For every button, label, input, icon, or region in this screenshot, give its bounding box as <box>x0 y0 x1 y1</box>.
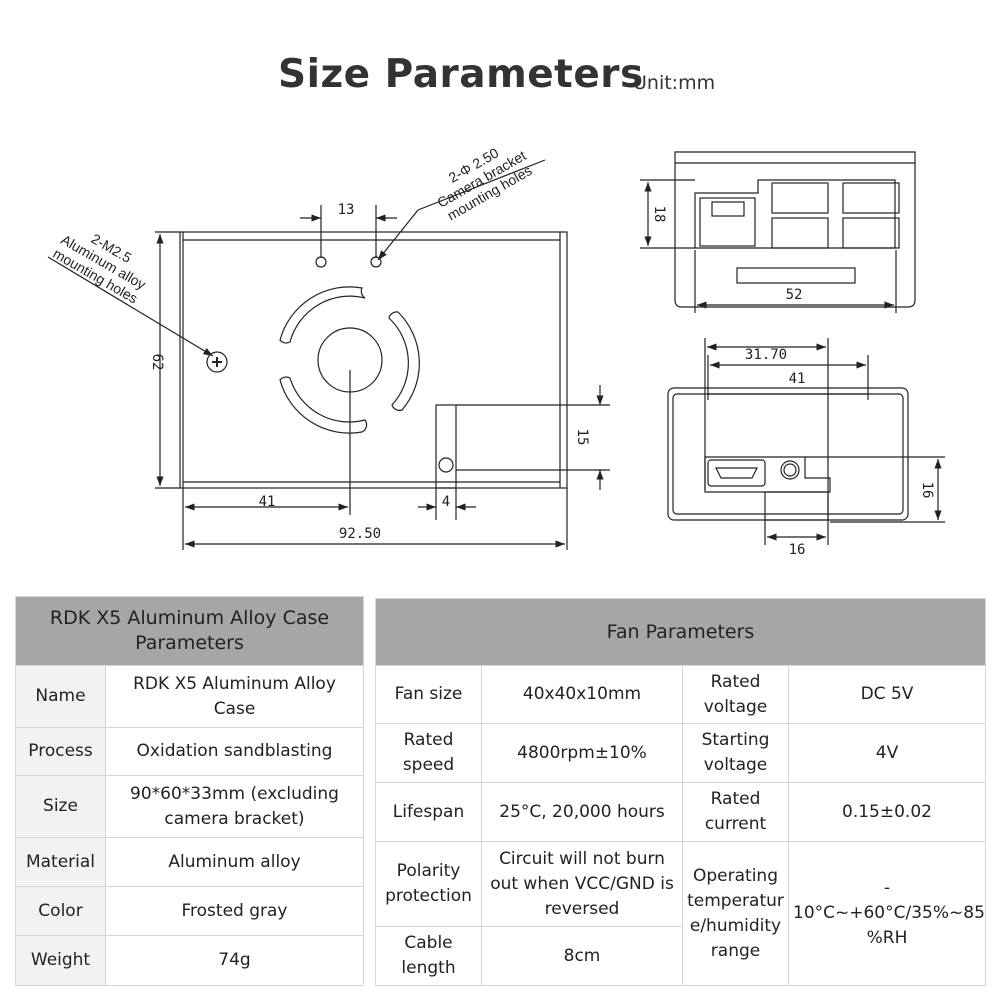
bottom-connector <box>764 491 829 521</box>
row-label: Operating temperatur e/humidity range <box>682 841 789 986</box>
dim-ports-width: 52 <box>786 287 803 303</box>
row-value: 40x40x10mm <box>481 665 683 724</box>
audio-jack <box>780 460 800 480</box>
dim-connector-width: 4 <box>442 494 450 510</box>
row-value: Frosted gray <box>105 886 364 936</box>
fan-table-title: Fan Parameters <box>375 598 986 666</box>
row-value: 8cm <box>481 926 683 986</box>
fan-vent <box>388 311 420 411</box>
case-parameters-table: RDK X5 Aluminum Alloy Case Parameters Na… <box>15 596 364 986</box>
dim-connector-height: 15 <box>574 429 590 446</box>
row-label: Process <box>15 727 106 776</box>
row-value: RDK X5 Aluminum Alloy Case <box>105 665 364 728</box>
bottom-slot <box>736 267 856 284</box>
fan-vent <box>279 286 366 344</box>
row-value: 74g <box>105 935 364 986</box>
ports-side-view <box>640 151 916 313</box>
alloy-hole-note: 2-M2.5 Aluminum alloy mounting holes <box>50 230 148 306</box>
usb-port <box>842 182 900 214</box>
page-title: Size Parameters <box>278 52 644 97</box>
row-label: Size <box>15 775 106 838</box>
camera-hole-note: 2-Φ 2.50 Camera bracket mounting holes <box>434 144 534 223</box>
row-label: Material <box>15 837 106 887</box>
camera-leader <box>377 209 419 261</box>
usb-port <box>771 217 829 249</box>
row-value: 25°C, 20,000 hours <box>481 782 683 842</box>
dim-hole-spacing: 13 <box>338 202 355 218</box>
dim-hdmi-b: 41 <box>789 371 806 387</box>
dim-front-width: 92.50 <box>339 526 381 542</box>
row-label: Cable length <box>375 926 482 986</box>
technical-drawing: 13 62 41 4 92.50 15 2-Φ 2.50 Camera brac… <box>47 144 945 558</box>
ethernet-port <box>699 197 756 247</box>
dim-hdmi-height: 16 <box>919 482 935 499</box>
unit-label: Unit:mm <box>633 72 716 94</box>
front-view <box>47 159 610 550</box>
row-value: Aluminum alloy <box>105 837 364 887</box>
row-label: Rated current <box>682 782 789 842</box>
hdmi-side-view <box>667 338 945 545</box>
row-label: Name <box>15 665 106 728</box>
dim-hdmi-width: 16 <box>789 542 806 558</box>
dim-hdmi-a: 31.70 <box>745 347 787 363</box>
row-value: - 10°C~+60°C/35%~85 %RH <box>788 841 986 986</box>
row-label: Color <box>15 886 106 936</box>
row-value: Circuit will not burn out when VCC/GND i… <box>481 841 683 927</box>
row-value: 90*60*33mm (excluding camera bracket) <box>105 775 364 838</box>
alloy-leader <box>47 256 214 357</box>
connector <box>435 404 457 489</box>
dim-fan-offset: 41 <box>259 494 276 510</box>
row-label: Lifespan <box>375 782 482 842</box>
fan-vent <box>279 376 368 434</box>
usb-port <box>842 217 900 249</box>
row-label: Rated voltage <box>682 665 789 724</box>
row-value: 0.15±0.02 <box>788 782 986 842</box>
camera-hole <box>315 256 327 268</box>
row-label: Fan size <box>375 665 482 724</box>
row-label: Starting voltage <box>682 723 789 783</box>
row-value: Oxidation sandblasting <box>105 727 364 776</box>
screw-hole <box>206 351 228 373</box>
dim-ports-height: 18 <box>651 206 667 223</box>
row-label: Polarity protection <box>375 841 482 927</box>
row-value: 4V <box>788 723 986 783</box>
row-value: 4800rpm±10% <box>481 723 683 783</box>
row-label: Weight <box>15 935 106 986</box>
row-label: Rated speed <box>375 723 482 783</box>
dim-front-height: 62 <box>149 354 165 371</box>
hdmi-port <box>707 459 766 487</box>
row-value: DC 5V <box>788 665 986 724</box>
case-table-title: RDK X5 Aluminum Alloy Case Parameters <box>15 596 364 666</box>
usb-port <box>771 182 829 214</box>
